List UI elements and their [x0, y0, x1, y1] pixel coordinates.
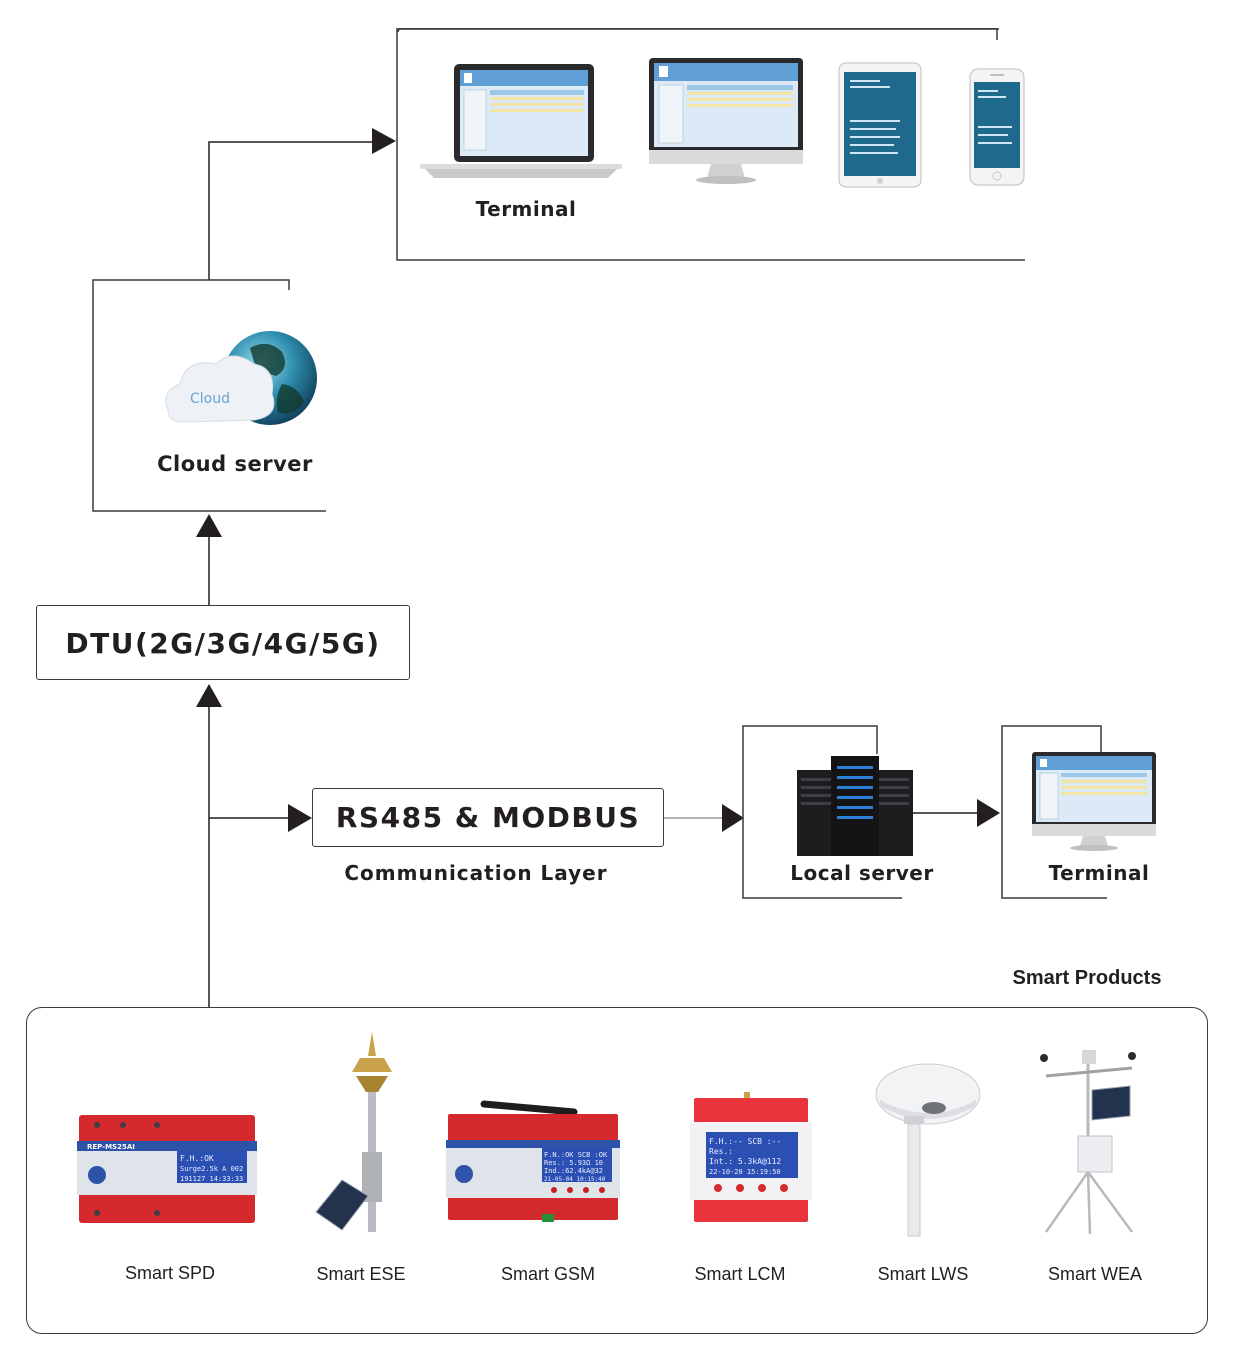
- terminal-group-frame: [396, 28, 1025, 261]
- gsm-screen-line-3: Ind.:62.4kA@32: [544, 1167, 603, 1175]
- smart-ese-device-image: [315, 1032, 392, 1232]
- arrow-to-rs485: [288, 804, 312, 832]
- rs485-label: RS485 & MODBUS: [335, 801, 641, 834]
- cloud-server-frame: [92, 279, 326, 512]
- spd-screen-line-1: F.H.:OK: [180, 1154, 214, 1163]
- arrow-to-local-terminal: [977, 799, 1000, 827]
- smart-lws-label: Smart LWS: [877, 1264, 969, 1284]
- lcm-screen-line-4: 22-10-20 15:19:50: [709, 1168, 781, 1176]
- smart-spd-label: Smart SPD: [124, 1263, 216, 1283]
- lcm-screen-line-3: Int.: 5.3kA@112: [709, 1157, 781, 1166]
- local-terminal-monitor-icon: [1032, 752, 1156, 851]
- phone-icon: [969, 68, 1025, 186]
- lcm-screen-line-2: Res.:: [709, 1147, 733, 1156]
- gsm-screen-line-2: Res.: 5.93Ω 10: [544, 1159, 603, 1167]
- terminal-label: Terminal: [475, 197, 577, 221]
- spd-screen-line-3: 191127 14:33:33: [180, 1175, 243, 1183]
- cloud-globe-icon: Cloud: [165, 331, 317, 425]
- local-terminal-label: Terminal: [1048, 861, 1150, 885]
- arrow-to-local-server: [722, 804, 744, 832]
- arrow-to-terminal: [372, 128, 396, 154]
- tablet-icon: [838, 62, 922, 188]
- communication-layer-label: Communication Layer: [344, 861, 608, 885]
- gsm-screen-line-4: 21-05-04 10:15:40: [544, 1176, 606, 1183]
- monitor-icon: [649, 58, 803, 184]
- rs485-box: [312, 788, 664, 847]
- smart-lcm-label: Smart LCM: [694, 1264, 786, 1284]
- smart-lws-device-image: [875, 1063, 981, 1237]
- local-server-frame: [742, 725, 902, 899]
- smart-gsm-label: Smart GSM: [500, 1264, 595, 1284]
- smart-lcm-device-image: F.H.:-- SCB :-- Res.: Int.: 5.3kA@112 22…: [690, 1092, 812, 1222]
- arrow-to-cloud: [196, 514, 222, 537]
- smart-gsm-device-image: F.N.:OK SCB :OK Res.: 5.93Ω 10 Ind.:62.4…: [446, 1100, 620, 1222]
- spd-screen-line-2: Surge2.5k A 002: [180, 1165, 243, 1173]
- local-server-label: Local server: [790, 861, 934, 885]
- cloud-logo-text: Cloud: [190, 391, 230, 407]
- arrow-to-dtu: [196, 684, 222, 707]
- smart-wea-device-image: [1040, 1050, 1136, 1235]
- spd-model-text: REP-MS25AI: [87, 1143, 135, 1151]
- lcm-screen-line-1: F.H.:-- SCB :--: [709, 1137, 781, 1146]
- smart-ese-label: Smart ESE: [316, 1264, 406, 1284]
- dtu-label: DTU(2G/3G/4G/5G): [65, 627, 381, 660]
- laptop-icon: [420, 64, 622, 178]
- server-rack-icon: [797, 756, 913, 856]
- local-terminal-frame: [1001, 725, 1107, 899]
- gsm-screen-line-1: F.N.:OK SCB :OK: [544, 1151, 608, 1159]
- smart-spd-device-image: REP-MS25AI F.H.:OK Surge2.5k A 002 19112…: [77, 1115, 257, 1223]
- smart-products-title: Smart Products: [1012, 967, 1162, 989]
- smart-wea-label: Smart WEA: [1047, 1264, 1142, 1284]
- cloud-server-label: Cloud server: [157, 452, 313, 476]
- dtu-box: [36, 605, 410, 680]
